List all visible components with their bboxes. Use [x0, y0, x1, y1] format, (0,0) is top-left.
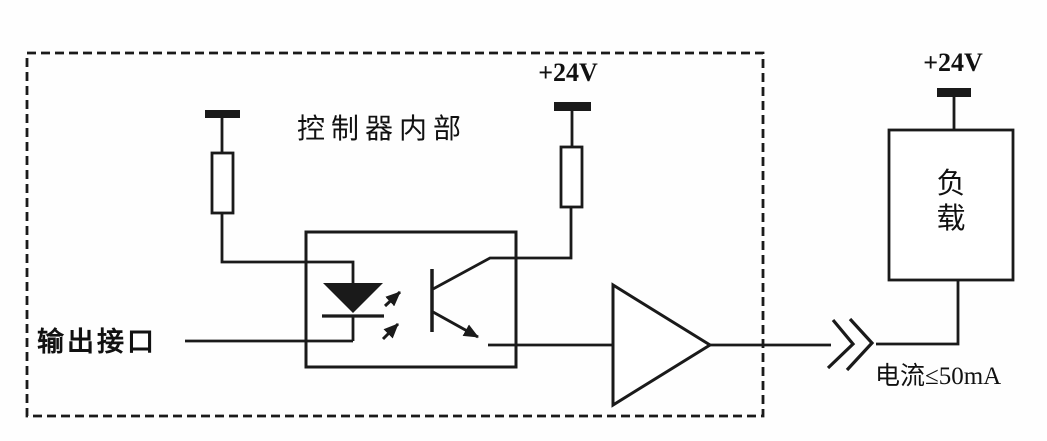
- wire-to-load: [876, 281, 960, 346]
- wire: [220, 213, 355, 283]
- power-terminal-icon-mid: [554, 102, 591, 111]
- controller-internal-label: 控制器内部: [297, 114, 468, 145]
- supply-voltage-label-right: +24V: [923, 48, 983, 77]
- output-port-label: 输出接口: [37, 327, 157, 357]
- load-box: [887, 128, 1015, 282]
- phototransistor-icon: [430, 269, 479, 339]
- buffer-amplifier-icon: [611, 282, 713, 408]
- left-pullup-branch: [205, 110, 355, 283]
- connector-chevrons-icon: [826, 317, 875, 372]
- load-label: 负载: [936, 168, 966, 235]
- led-icon: [322, 283, 384, 341]
- controller-dashed-boundary: [25, 51, 765, 418]
- supply-voltage-label-left: +24V: [538, 58, 598, 87]
- resistor-icon-mid: [559, 145, 584, 209]
- resistor-icon-left: [210, 151, 235, 215]
- current-limit-label: 电流≤50mA: [875, 363, 1002, 390]
- optocoupler-icon: [304, 230, 518, 369]
- power-terminal-icon-left: [205, 110, 240, 118]
- optocoupler-box: [304, 230, 518, 369]
- wire-collector: [432, 207, 573, 291]
- light-arrows-icon: [381, 290, 402, 341]
- power-terminal-icon-right: [937, 88, 971, 97]
- right-pullup-branch: [432, 102, 591, 291]
- load-branch: [887, 88, 1015, 282]
